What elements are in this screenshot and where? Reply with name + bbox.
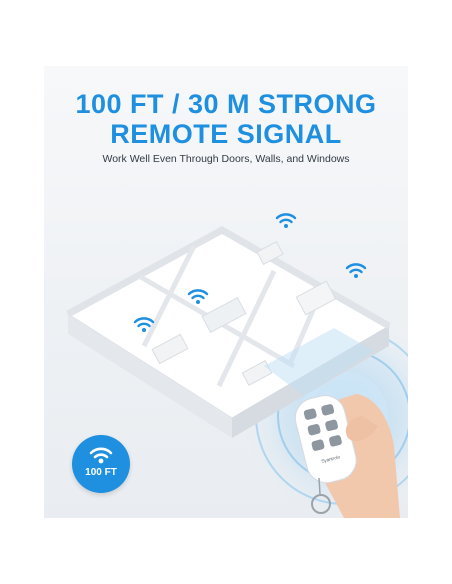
- product-card: 100 FT / 30 M STRONG REMOTE SIGNAL Work …: [44, 66, 408, 518]
- wifi-icon: [187, 289, 209, 304]
- range-badge: 100 FT: [72, 435, 130, 493]
- wifi-icon: [89, 447, 113, 464]
- remote-control: Syantrolo: [294, 395, 357, 484]
- remote-brand: Syantrolo: [321, 454, 341, 464]
- range-badge-label: 100 FT: [85, 467, 117, 478]
- house-illustration: Syantrolo: [66, 213, 408, 518]
- floor-plan: [66, 225, 391, 438]
- wifi-icon: [133, 317, 155, 332]
- subtitle: Work Well Even Through Doors, Walls, and…: [102, 153, 350, 165]
- keyring: [311, 477, 331, 514]
- wifi-icon: [275, 213, 297, 228]
- headline-line-2: REMOTE SIGNAL: [110, 119, 342, 149]
- wifi-icon: [345, 263, 367, 278]
- hand-with-remote: Syantrolo: [294, 394, 400, 518]
- headline-line-1: 100 FT / 30 M STRONG: [75, 89, 377, 119]
